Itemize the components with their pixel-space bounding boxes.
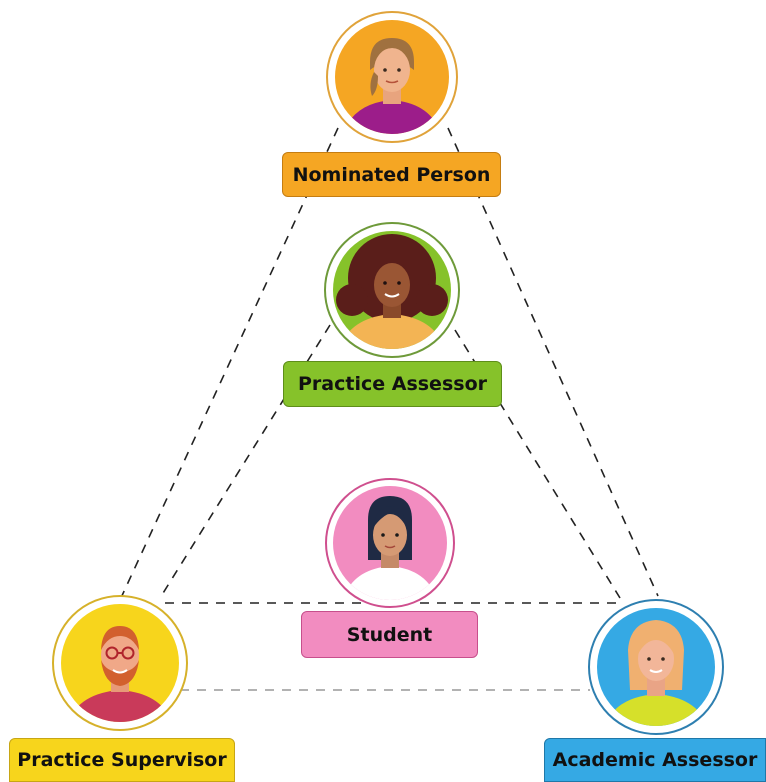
nominated-person-label: Nominated Person bbox=[282, 152, 501, 197]
academic-assessor-label: Academic Assessor bbox=[544, 738, 766, 782]
woman-blonde-avatar-icon bbox=[588, 599, 724, 735]
man-beard-glasses-avatar-icon bbox=[52, 595, 188, 731]
young-woman-avatar-icon bbox=[325, 478, 455, 608]
practice-assessor-label: Practice Assessor bbox=[283, 361, 502, 407]
connector-nominated-to-academic bbox=[447, 127, 659, 597]
practice-supervisor-label: Practice Supervisor bbox=[9, 738, 235, 782]
woman-curly-hair-avatar-icon bbox=[324, 222, 460, 358]
woman-ponytail-avatar-icon bbox=[326, 11, 458, 143]
connector-nominated-to-supervisor bbox=[119, 127, 339, 601]
student-label: Student bbox=[301, 611, 478, 658]
